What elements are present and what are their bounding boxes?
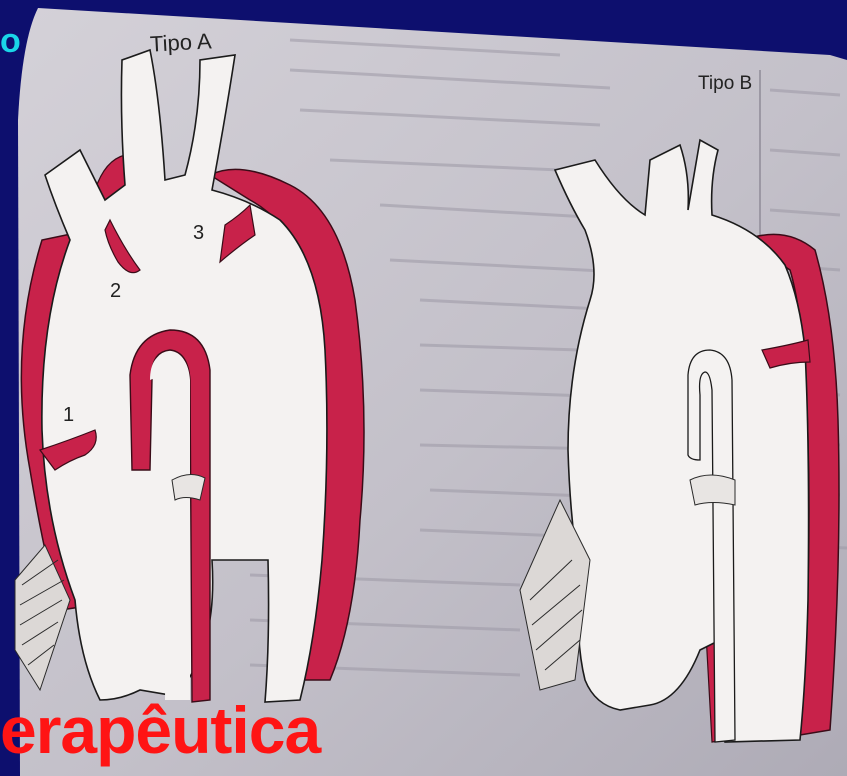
tear-label-3: 3 [193,222,204,245]
type-a-label: Tipo A [149,28,212,57]
type-b-label: Tipo B [698,73,752,95]
slide-title-fragment: o [0,22,21,61]
tear-label-1: 1 [63,404,74,427]
aorta-type-b [555,140,809,742]
tear-label-2: 2 [110,280,121,303]
slide-caption: erapêutica [0,692,320,768]
